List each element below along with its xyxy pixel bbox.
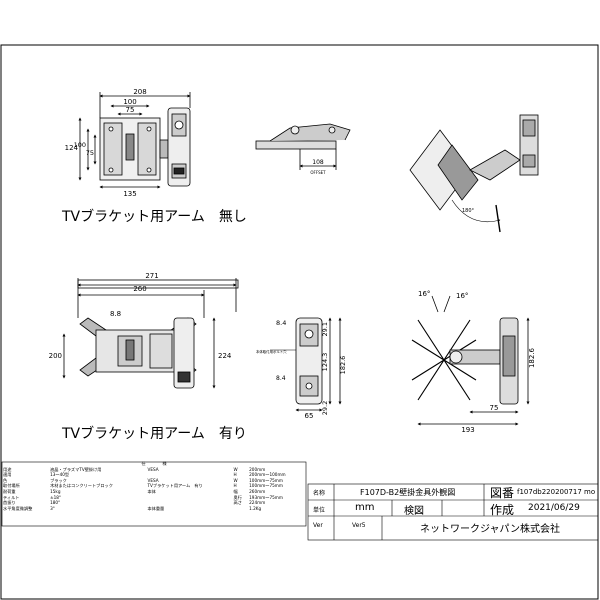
dim-hole-8-8: 8.8 — [110, 310, 121, 318]
dim-75-right: 75 — [490, 404, 499, 412]
ver-label: Ver — [313, 522, 323, 529]
caption-no-arm-text: TVブラケット用アーム 無し — [62, 209, 247, 225]
dim-182-6-right: 182.6 — [528, 347, 536, 368]
created-value: 2021/06/29 — [528, 503, 580, 513]
caption-with-arm-text: TVブラケット用アーム 有り — [62, 426, 247, 442]
drawing-no-value: f107db220200717 — [517, 488, 582, 496]
angle-16-left: 16° — [418, 290, 430, 298]
dim-224: 224 — [218, 352, 232, 360]
dim-75: 75 — [126, 106, 135, 114]
bolt-hole-note: 本体取付用ボルト穴 — [256, 349, 287, 354]
dim-hole-8-4-b: 8.4 — [276, 375, 286, 382]
ver-value: Ver5 — [352, 522, 366, 529]
drawing-no-suffix: mo — [584, 488, 596, 496]
drawing-no-label: 図番 — [490, 486, 515, 500]
dim-100v: 100 — [74, 141, 86, 149]
title-block-frame — [307, 483, 599, 541]
side-view-with-arm — [411, 295, 530, 426]
spec-header: 仕 様 — [141, 461, 167, 466]
dim-124-3: 124.3 — [321, 353, 329, 372]
top-view-folded — [255, 123, 351, 170]
dim-200: 200 — [49, 352, 62, 360]
unit-label: 単位 — [313, 507, 326, 514]
dim-135: 135 — [123, 190, 136, 198]
name-value: F107D-B2壁掛金具外観図 — [360, 488, 456, 497]
dim-182-6-mid: 182.6 — [339, 356, 347, 375]
dim-hole-8-4: 8.4 — [276, 319, 286, 327]
wall-plate-view — [270, 317, 342, 412]
dim-75v: 75 — [86, 149, 94, 157]
company-name: ネットワークジャパン株式会社 — [420, 524, 560, 535]
isometric-view-no-arm — [409, 114, 539, 233]
front-view-with-arm — [62, 278, 239, 389]
dim-29-2: 29.2 — [321, 401, 329, 415]
check-label: 検図 — [404, 506, 424, 517]
dim-29-1: 29.1 — [321, 322, 329, 336]
dim-108: 108 — [312, 159, 324, 166]
unit-value: mm — [355, 502, 375, 513]
offset-note: OFFSET — [310, 170, 326, 175]
angle-180: 180° — [462, 208, 475, 214]
dim-271: 271 — [145, 272, 158, 280]
name-label: 名称 — [313, 490, 326, 497]
created-label: 作成 — [490, 503, 515, 517]
dim-260: 260 — [133, 285, 146, 293]
front-view-no-arm — [78, 92, 191, 189]
dim-124: 124 — [65, 144, 79, 152]
dim-208: 208 — [133, 88, 146, 96]
dim-65: 65 — [305, 412, 314, 420]
angle-16-right: 16° — [456, 292, 468, 300]
dim-100: 100 — [123, 98, 136, 106]
dim-193: 193 — [461, 426, 474, 434]
